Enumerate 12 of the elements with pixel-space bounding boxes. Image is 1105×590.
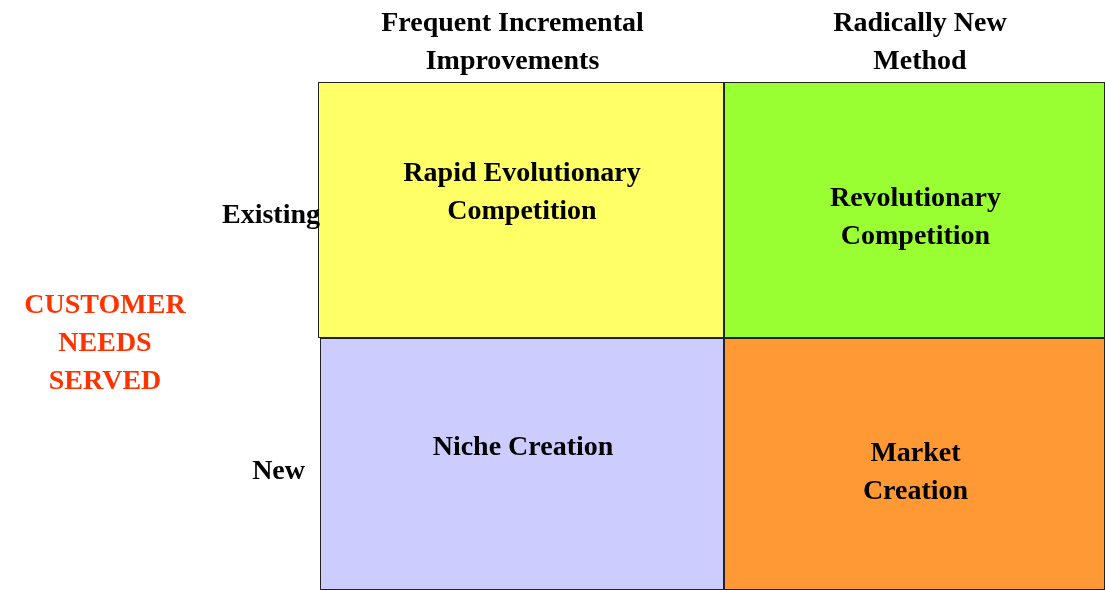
quadrant-box [318, 82, 724, 338]
axis-title: CUSTOMER NEEDS SERVED [23, 287, 187, 397]
quadrant-title: Rapid Evolutionary Competition [402, 155, 642, 227]
quadrant-title: Niche Creation [431, 429, 615, 463]
column-heading: Frequent Incremental Improvements [380, 5, 645, 77]
quadrant-box [724, 338, 1105, 590]
row-heading: New [251, 453, 305, 487]
quadrant-title: Market Creation [861, 435, 970, 507]
quadrant-box [724, 82, 1105, 338]
quadrant-box [320, 338, 724, 590]
quadrant-title: Revolutionary Competition [828, 180, 1003, 252]
column-heading: Radically New Method [832, 5, 1008, 77]
